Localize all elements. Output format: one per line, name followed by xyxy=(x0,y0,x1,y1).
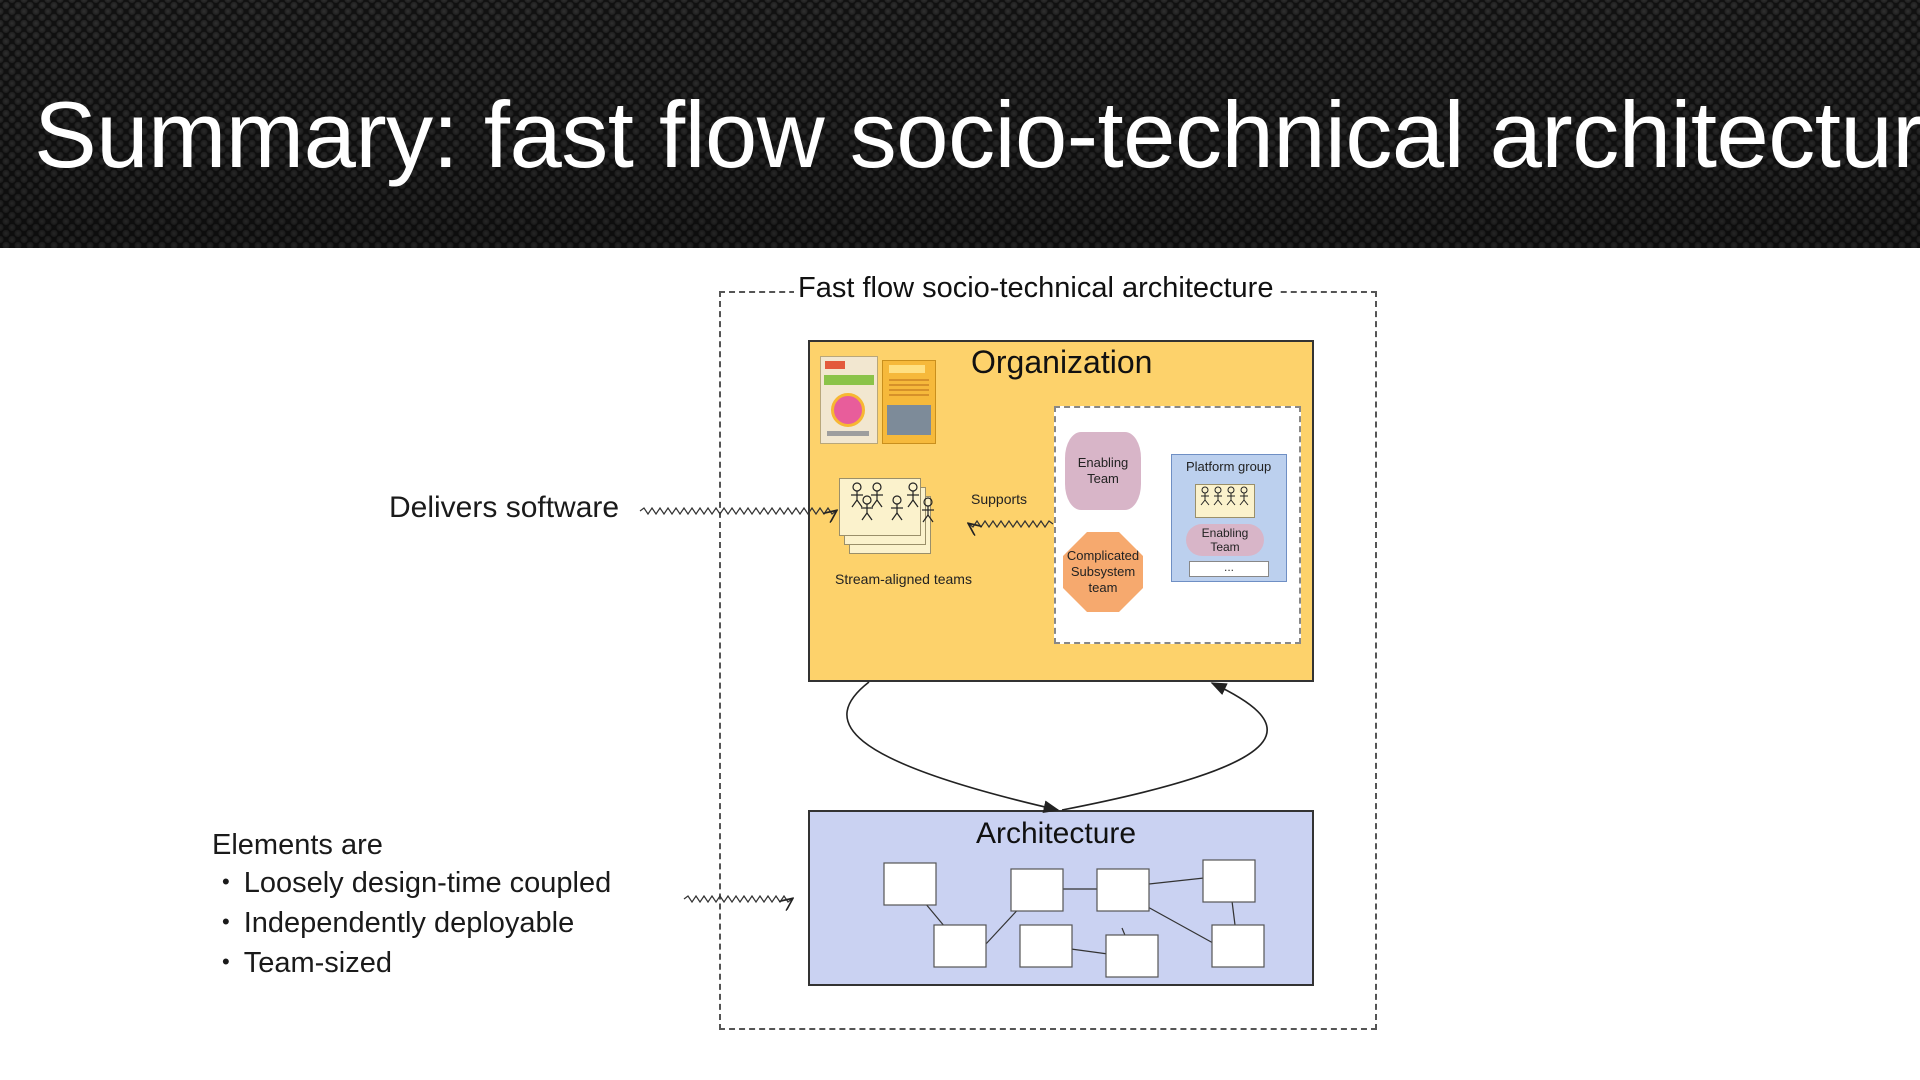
organization-label: Organization xyxy=(971,344,1153,380)
bullet-item: Loosely design-time coupled xyxy=(212,864,612,904)
fast-flow-label: Fast flow socio-technical architecture xyxy=(794,272,1278,305)
enabling-team-shape: Enabling Team xyxy=(1065,432,1141,510)
elements-bullets: Loosely design-time coupled Independentl… xyxy=(212,864,612,984)
bullet-item: Independently deployable xyxy=(212,904,611,944)
platform-more-box: ... xyxy=(1189,561,1269,577)
slide-header: Summary: fast flow socio-technical archi… xyxy=(0,0,1920,248)
slide-title: Summary: fast flow socio-technical archi… xyxy=(34,82,1920,187)
elements-list: Elements are Loosely design-time coupled… xyxy=(212,826,611,984)
architecture-label: Architecture xyxy=(976,817,1137,850)
supports-label: Supports xyxy=(971,491,1028,507)
devops-handbook-book-icon xyxy=(882,360,936,444)
stream-aligned-label: Stream-aligned teams xyxy=(835,571,972,587)
platform-group-box xyxy=(1171,454,1287,582)
elements-intro: Elements are xyxy=(212,829,383,861)
stream-team-card xyxy=(839,478,921,536)
bullet-item: Team-sized xyxy=(212,944,611,984)
platform-enabling-team-shape: Enabling Team xyxy=(1186,524,1264,556)
delivers-software-label: Delivers software xyxy=(389,491,620,524)
platform-group-label: Platform group xyxy=(1186,459,1272,474)
complicated-subsystem-shape: Complicated Subsystem team xyxy=(1063,532,1143,612)
platform-team-card xyxy=(1195,484,1255,518)
header-texture xyxy=(0,0,1920,248)
team-topologies-book-icon xyxy=(820,356,878,444)
